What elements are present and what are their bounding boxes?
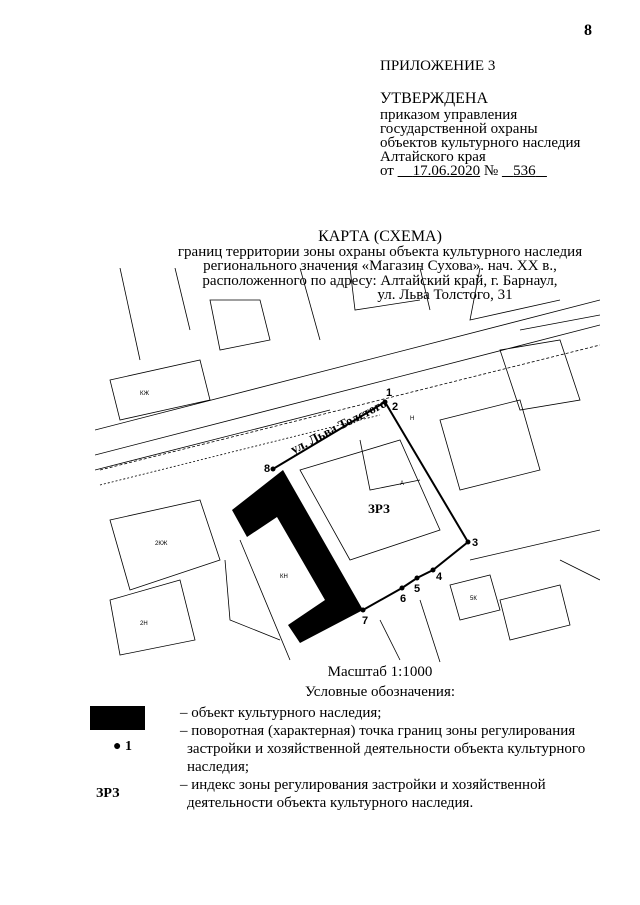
building-label: Н: [410, 416, 414, 422]
heritage-object-building: [232, 470, 363, 643]
legend-zone-symbol: ЗРЗ: [96, 786, 120, 801]
page-number: 8: [584, 22, 592, 39]
legend-text: – индекс зоны регулирования застройки и …: [180, 777, 546, 793]
legend-text: деятельности объекта культурного наследи…: [187, 795, 474, 811]
appendix-label: ПРИЛОЖЕНИЕ 3: [380, 58, 496, 74]
approved-heading: УТВЕРЖДЕНА: [380, 90, 489, 107]
title-line: расположенного по адресу: Алтайский край…: [202, 272, 558, 289]
point-label: 5: [414, 583, 420, 595]
building-label: А: [400, 481, 404, 487]
map-scale: Масштаб 1:1000: [327, 664, 433, 680]
legend-text: наследия;: [187, 759, 250, 775]
order-date: 17.06.2020: [398, 163, 481, 179]
approval-date-line: от 17.06.2020 № 536: [380, 163, 580, 179]
map-title: КАРТА (СХЕМА) границ территории зоны охр…: [0, 228, 640, 303]
boundary-point-marker: [382, 399, 388, 405]
boundary-point-marker: [430, 567, 436, 573]
boundary-point-marker: [414, 575, 420, 581]
point-label: 6: [400, 593, 406, 605]
point-label: 2: [392, 401, 398, 413]
approval-line: объектов культурного наследия: [380, 135, 581, 151]
legend-text: – поворотная (характерная) точка границ …: [180, 723, 576, 739]
title-line: границ территории зоны охраны объекта ку…: [177, 243, 583, 260]
approval-block: УТВЕРЖДЕНА приказом управления государст…: [380, 90, 581, 179]
legend-text: – объект культурного наследия;: [180, 705, 382, 721]
legend-title: Условные обозначения:: [304, 684, 456, 700]
legend-text: застройки и хозяйственной деятельности о…: [187, 741, 586, 757]
point-label: 1: [386, 387, 392, 399]
order-date-value: 17.06.2020: [412, 163, 481, 179]
legend-item-point: – поворотная (характерная) точка границ …: [180, 722, 585, 776]
building-label: КЖ: [140, 391, 149, 397]
legend-item-heritage: – объект культурного наследия;: [180, 704, 381, 722]
point-label: 3: [472, 537, 478, 549]
legend-item-zone: – индекс зоны регулирования застройки и …: [180, 776, 546, 812]
title-line: регионального значения «Магазин Сухова».…: [203, 258, 557, 274]
boundary-point-marker: [360, 607, 366, 613]
point-label: 8: [264, 463, 270, 475]
legend-heritage-object-swatch: [90, 706, 145, 730]
street-label: ул. Льва Толстого: [288, 395, 389, 456]
building-label: 2Н: [140, 621, 148, 627]
approval-line: государственной охраны: [380, 121, 538, 137]
order-number-value: 536: [513, 163, 536, 179]
legend-point-symbol: ● 1: [113, 739, 132, 754]
point-label: 4: [436, 571, 443, 583]
building-label: 5К: [470, 596, 477, 602]
title-line: ул. Льва Толстого, 31: [377, 287, 513, 303]
building-label: 2КЖ: [155, 541, 168, 547]
date-prefix: от: [380, 163, 394, 179]
boundary-point-marker: [465, 539, 471, 545]
title-main: КАРТА (СХЕМА): [318, 228, 442, 245]
point-label: 7: [362, 615, 368, 627]
cadastral-map: ул. Льва Толстого 1 2 3 4 5 6 7 8 ЗРЗ КЖ…: [95, 268, 600, 663]
approval-line: приказом управления: [380, 107, 518, 123]
zone-index-label: ЗРЗ: [368, 501, 390, 516]
building-label: КН: [280, 574, 288, 580]
boundary-point-marker: [270, 466, 276, 472]
order-number: 536: [502, 163, 547, 179]
number-sign: №: [483, 163, 499, 179]
approval-line: Алтайского края: [380, 149, 486, 165]
boundary-point-marker: [399, 585, 405, 591]
background-map-lines: [95, 268, 600, 663]
